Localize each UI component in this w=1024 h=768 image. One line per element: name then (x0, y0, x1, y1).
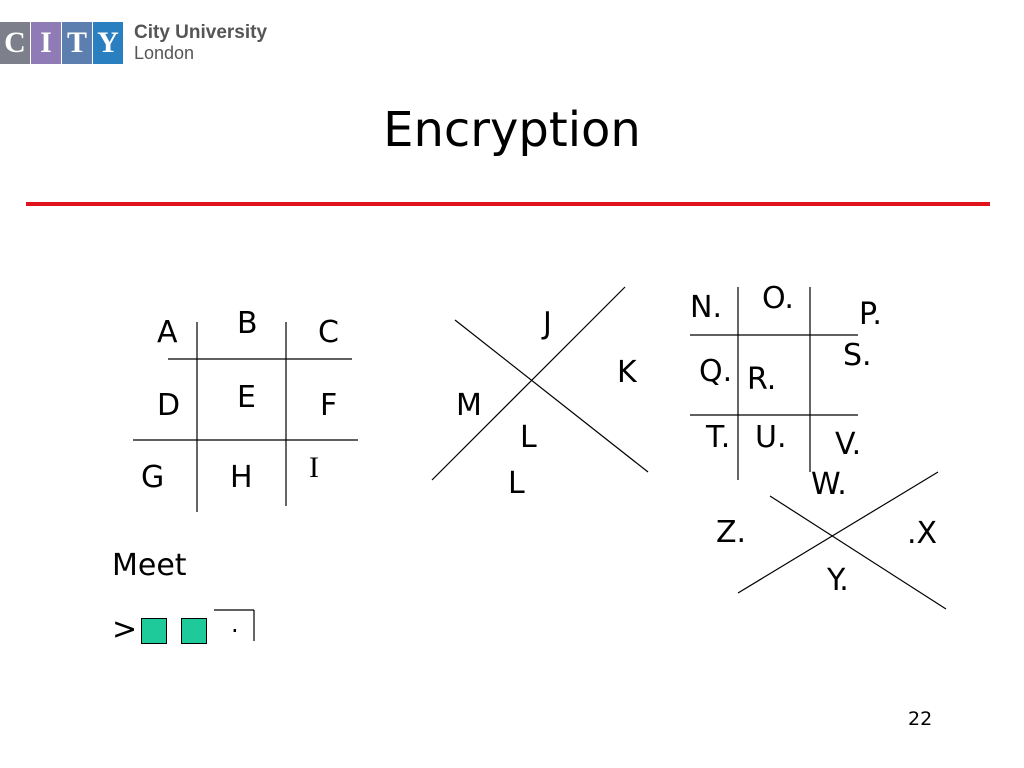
letter-q-dot: Q. (699, 354, 733, 389)
letter-r-dot: R. (747, 362, 777, 397)
cipher-dot: . (231, 610, 239, 638)
letter-e: E (237, 380, 256, 415)
letter-s-dot: S. (843, 338, 872, 373)
logo-wordmark: City University London (134, 22, 267, 64)
letter-o-dot: O. (762, 281, 794, 316)
letter-y-dot: Y. (827, 563, 849, 598)
letter-m: M (456, 388, 482, 423)
example-word: Meet (112, 548, 187, 583)
letter-i: I (309, 451, 319, 484)
letter-n-dot: N. (690, 290, 722, 325)
letter-f: F (320, 388, 338, 423)
letter-a: A (157, 315, 178, 350)
city-university-logo: C I T Y City University London (0, 22, 267, 64)
letter-l: L (520, 420, 537, 455)
x-line (769, 495, 947, 610)
logo-tile-c: C (0, 22, 30, 64)
letter-b: B (237, 306, 258, 341)
cipher-square (181, 618, 207, 644)
page-number: 22 (908, 708, 933, 730)
x-line (454, 319, 649, 473)
letter-h: H (230, 460, 253, 495)
letter-l-below: L (508, 466, 525, 501)
letter-x-dot: .X (907, 516, 938, 551)
logo-line-1: City University (134, 22, 268, 43)
letter-k: K (617, 355, 637, 390)
logo-tile-i: I (31, 22, 61, 64)
logo-line-2: London (134, 43, 195, 63)
logo-tile-y: Y (93, 22, 123, 64)
x-line (737, 471, 939, 594)
letter-u-dot: U. (755, 420, 787, 455)
example-arrow: > (112, 612, 138, 647)
cipher-square (141, 618, 167, 644)
letter-v-dot: V. (835, 427, 862, 462)
letter-c: C (318, 315, 339, 350)
logo-tile-t: T (62, 22, 92, 64)
letter-t-dot: T. (706, 420, 731, 455)
letter-d: D (157, 388, 181, 423)
x-line (431, 286, 626, 481)
letter-p-dot: P. (859, 297, 882, 332)
letter-j: J (543, 306, 552, 341)
letter-z-dot: Z. (716, 515, 747, 550)
letter-w-dot: W. (811, 467, 847, 502)
title-divider (26, 202, 990, 206)
slide-title: Encryption (383, 102, 641, 158)
letter-g: G (141, 460, 165, 495)
